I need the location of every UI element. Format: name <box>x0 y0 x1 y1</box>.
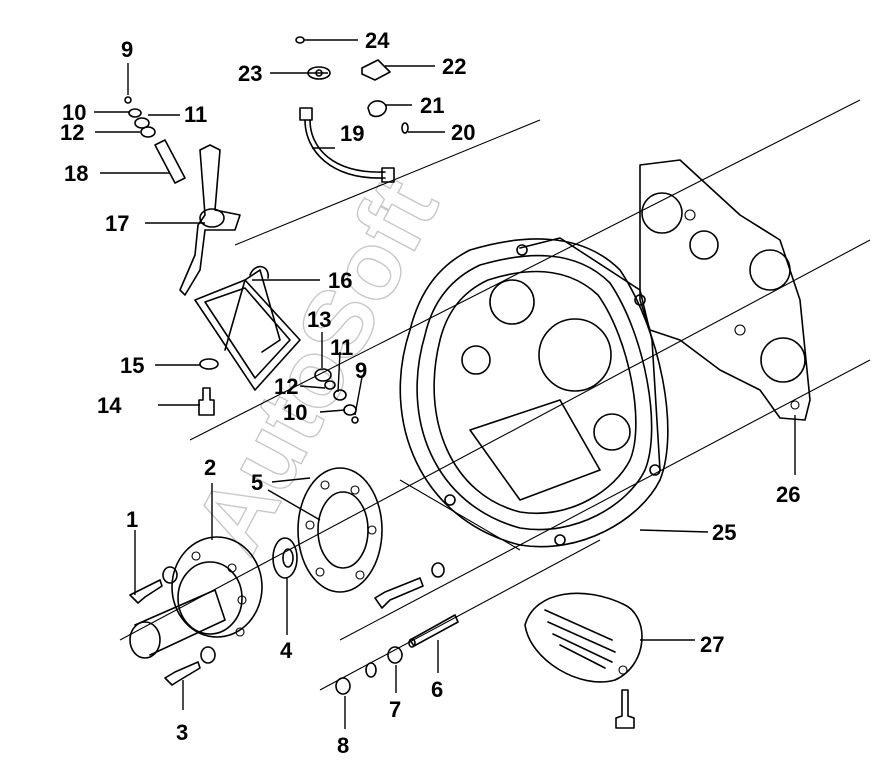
callout-12-side: 12 <box>274 374 298 399</box>
assembly-axis-lines <box>119 99 871 691</box>
cover-bolt <box>198 358 219 416</box>
housing-bolt <box>374 562 445 609</box>
stud-washers <box>335 646 403 695</box>
callout-23: 23 <box>238 61 262 86</box>
callout-19: 19 <box>340 121 364 146</box>
callout-15: 15 <box>120 353 144 378</box>
callout-9-side: 9 <box>355 358 367 383</box>
callout-7: 7 <box>389 697 401 722</box>
callout-24: 24 <box>365 28 390 53</box>
flange-bolt-top <box>129 566 178 604</box>
flange-bolt-bottom <box>164 646 216 686</box>
callout-17: 17 <box>105 211 129 236</box>
flange-washer <box>272 537 298 579</box>
callout-11-side: 11 <box>330 335 353 360</box>
leader-lines <box>94 39 796 729</box>
output-flange <box>129 536 263 659</box>
callout-20: 20 <box>451 120 475 145</box>
callout-21: 21 <box>420 93 444 118</box>
callout-27: 27 <box>700 632 724 657</box>
housing-gasket <box>639 159 811 421</box>
callout-13: 13 <box>307 307 331 332</box>
callout-25: 25 <box>712 520 736 545</box>
callout-18: 18 <box>64 161 88 186</box>
housing-stud <box>408 614 459 648</box>
callout-26: 26 <box>776 482 800 507</box>
callout-10-top: 10 <box>62 100 86 125</box>
callout-5: 5 <box>251 470 263 495</box>
callout-16: 16 <box>328 268 352 293</box>
callout-9-top: 9 <box>121 37 133 62</box>
callout-labels: 1 2 3 4 5 6 7 8 9 9 10 10 11 11 12 12 13… <box>60 28 800 758</box>
callout-12-top: 12 <box>60 120 84 145</box>
callout-6: 6 <box>431 677 443 702</box>
callout-4: 4 <box>280 638 293 663</box>
callout-8: 8 <box>337 733 349 758</box>
callout-3: 3 <box>176 720 188 745</box>
top-seals <box>124 96 156 138</box>
callout-14: 14 <box>97 393 122 418</box>
callout-2: 2 <box>204 455 216 480</box>
callout-11-top: 11 <box>184 102 207 127</box>
flange-gasket <box>297 467 383 593</box>
shift-cover <box>194 265 301 391</box>
breather-tube <box>299 107 395 183</box>
callout-22: 22 <box>442 54 466 79</box>
bell-housing <box>399 237 669 548</box>
shift-rail <box>154 139 186 184</box>
callout-10-side: 10 <box>283 400 307 425</box>
cover-plate <box>524 592 643 729</box>
shift-fork <box>179 144 241 296</box>
callout-1: 1 <box>126 507 138 532</box>
